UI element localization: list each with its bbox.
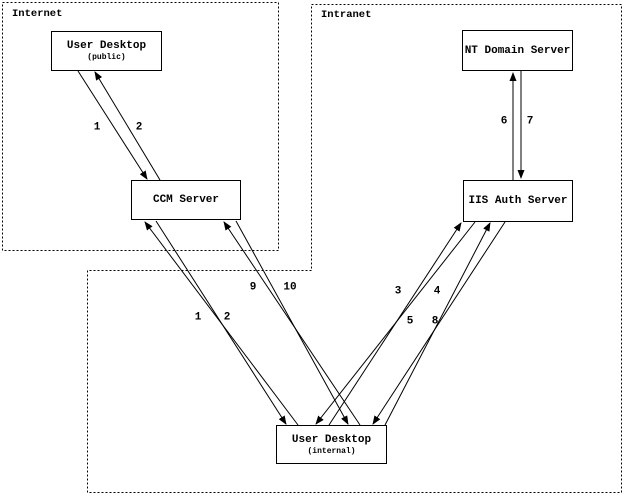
node-title: User Desktop [291, 433, 372, 446]
edge-label-2-internal: 2 [223, 311, 231, 324]
edge-2-ccm-to-public-desktop [94, 71, 161, 181]
edge-label-10: 10 [283, 281, 297, 294]
edge-label-6: 6 [500, 115, 508, 128]
edge-label-1-public: 1 [93, 121, 101, 134]
node-subtitle: (public) [87, 53, 126, 62]
edge-label-3: 3 [394, 285, 402, 298]
node-ccm-server: CCM Server [131, 180, 241, 220]
node-title: NT Domain Server [464, 44, 571, 57]
node-iis-auth-server: IIS Auth Server [463, 180, 573, 222]
edge-label-2-public: 2 [135, 121, 143, 134]
edge-label-5: 5 [406, 315, 414, 328]
internet-zone-label: Internet [12, 8, 63, 20]
node-nt-domain-server: NT Domain Server [462, 30, 573, 71]
intranet-zone-border [87, 4, 622, 493]
intranet-zone-label: Intranet [321, 9, 372, 21]
edge-label-7: 7 [526, 115, 534, 128]
node-user-desktop-public: User Desktop (public) [51, 31, 162, 71]
node-title: User Desktop [66, 40, 147, 52]
node-subtitle: (internal) [307, 446, 356, 456]
edge-8-iis-to-internal-desktop [372, 221, 506, 425]
edge-label-4: 4 [433, 285, 441, 298]
edge-10-ccm-to-internal-desktop [235, 220, 349, 425]
internet-zone-border [2, 2, 279, 251]
node-title: IIS Auth Server [468, 195, 568, 207]
edge-4-iis-to-internal-desktop [315, 221, 476, 425]
node-title: CCM Server [152, 194, 219, 206]
node-user-desktop-internal: User Desktop (internal) [276, 425, 387, 464]
edge-5-internal-desktop-to-iis [384, 222, 491, 426]
edge-label-8: 8 [431, 315, 439, 328]
edge-2-ccm-to-internal-desktop [155, 220, 287, 425]
edge-label-1-internal: 1 [194, 311, 202, 324]
edge-label-9: 9 [249, 281, 257, 294]
edge-1-public-desktop-to-ccm [77, 70, 148, 180]
